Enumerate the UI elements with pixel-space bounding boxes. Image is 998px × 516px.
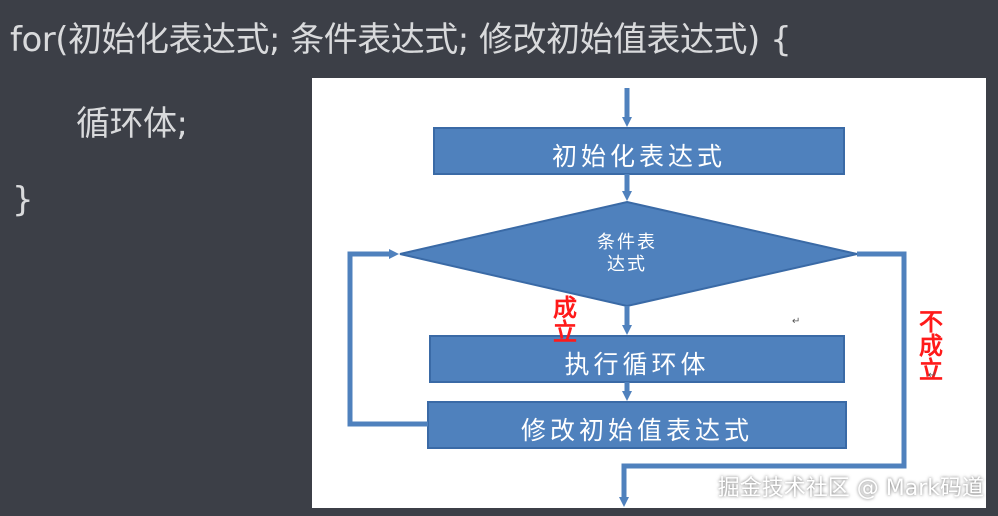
update-box-shape [427,401,847,449]
flowchart-canvas [347,88,907,507]
init-box-shape [433,127,845,175]
loop-back-line [347,249,428,427]
condition-label: 条件表 达式 [557,232,697,276]
false-exit-line [619,251,907,507]
update-box-label: 修改初始值表达式 [520,416,753,445]
code-loop-body: 循环体; [76,104,188,144]
watermark: 掘金技术社区 @ Mark码道 [717,476,984,501]
return-mark-b: ↵ [928,370,937,381]
init-box-label: 初始化表达式 [551,142,726,171]
condition-label-line-2: 达式 [607,254,647,275]
for-loop-flowchart: 初始化表达式 条件表 达式 成立 不成立 执行循环体 修改初始值表达式 ↵ ↵ [312,78,986,508]
code-for-statement: for(初始化表达式; 条件表达式; 修改初始值表达式) { [10,20,792,60]
body-box-shape [429,335,845,383]
return-mark-a: ↵ [792,316,801,327]
body-box-label: 执行循环体 [564,350,710,379]
true-branch-label: 成立 [553,293,577,346]
condition-label-line-1: 条件表 [597,232,657,253]
code-closing-brace: } [12,180,34,220]
false-branch-label: 不成立 [919,307,943,384]
